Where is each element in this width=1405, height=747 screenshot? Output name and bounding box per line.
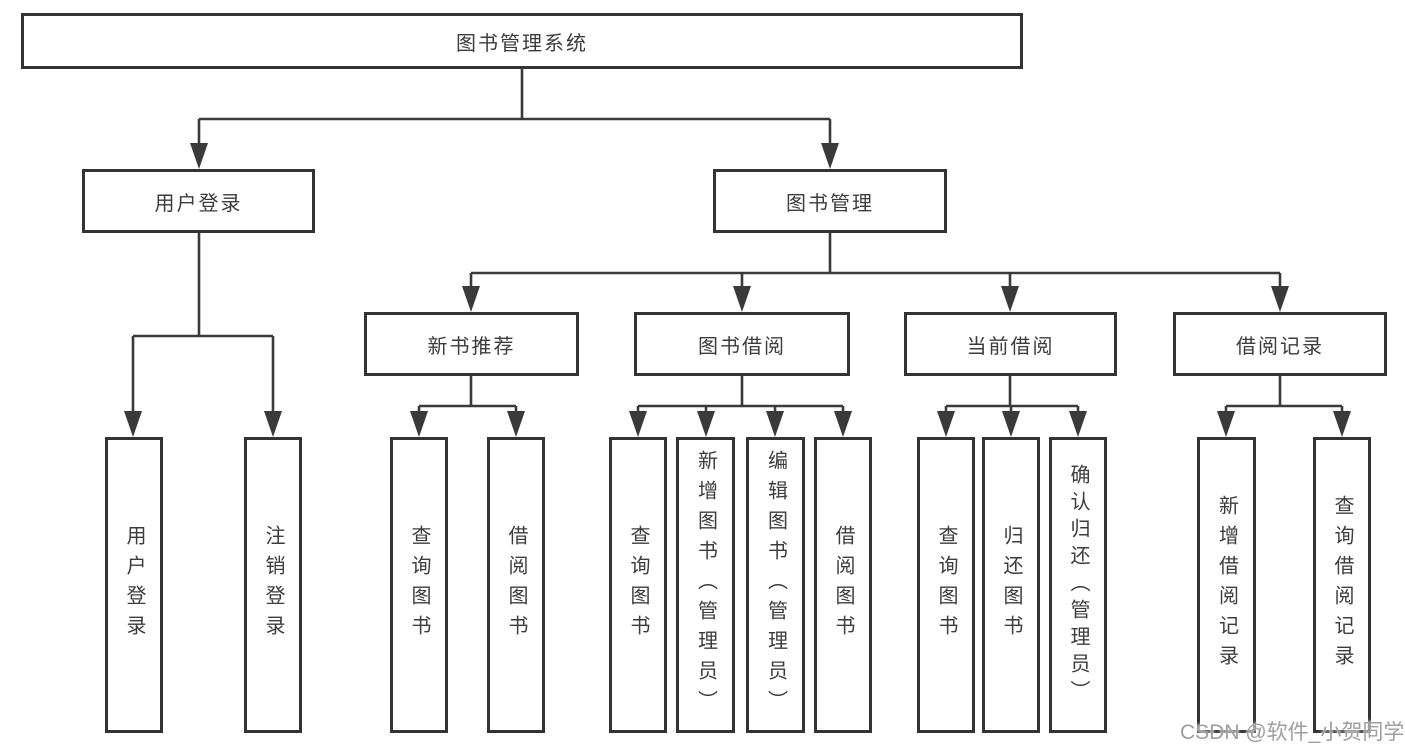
node-root-label: 图书管理系统 — [456, 32, 588, 55]
node-current-borrowing-label: 当前借阅 — [966, 335, 1055, 358]
node-borrowing-records: 借阅记录 — [1173, 312, 1387, 376]
node-new-book-recommend: 新书推荐 — [364, 312, 579, 376]
node-root: 图书管理系统 — [21, 13, 1023, 69]
watermark: CSDN @软件_小贺同学 — [1180, 721, 1405, 744]
leaf-borrow-books-recommend: 借阅图书 — [487, 437, 545, 733]
leaf-add-borrow-record: 新增借阅记录 — [1197, 437, 1256, 733]
leaf-query-books-borrowing: 查询图书 — [609, 437, 667, 733]
leaf-query-books-recommend: 查询图书 — [390, 437, 448, 733]
node-book-management-label: 图书管理 — [786, 192, 874, 215]
leaf-user-login-label: 用户登录 — [123, 525, 145, 645]
node-book-borrowing: 图书借阅 — [634, 312, 850, 376]
node-new-book-recommend-label: 新书推荐 — [427, 335, 516, 358]
leaf-return-books-label: 归还图书 — [1000, 525, 1022, 645]
leaf-query-borrow-record-label: 查询借阅记录 — [1331, 495, 1353, 675]
node-borrowing-records-label: 借阅记录 — [1236, 335, 1324, 358]
node-user-login-label: 用户登录 — [154, 192, 243, 215]
leaf-query-borrow-record: 查询借阅记录 — [1313, 437, 1371, 733]
leaf-query-books-borrowing-label: 查询图书 — [627, 525, 649, 645]
leaf-user-login: 用户登录 — [105, 437, 163, 733]
leaf-edit-books-admin-label: 编辑图书（管理员） — [764, 450, 787, 720]
leaf-add-books-admin-label: 新增图书（管理员） — [694, 450, 717, 720]
leaf-borrow-books-recommend-label: 借阅图书 — [505, 525, 527, 645]
node-book-management: 图书管理 — [713, 169, 947, 233]
leaf-query-books-current: 查询图书 — [917, 437, 975, 733]
leaf-borrow-books-borrowing-label: 借阅图书 — [832, 525, 854, 645]
leaf-logout-label: 注销登录 — [262, 525, 284, 645]
node-current-borrowing: 当前借阅 — [904, 312, 1117, 376]
node-user-login: 用户登录 — [82, 169, 315, 233]
leaf-add-borrow-record-label: 新增借阅记录 — [1215, 495, 1238, 675]
leaf-query-books-current-label: 查询图书 — [935, 525, 957, 645]
leaf-confirm-return-admin: 确认归还（管理员） — [1049, 437, 1107, 733]
leaf-return-books: 归还图书 — [982, 437, 1040, 733]
leaf-confirm-return-admin-label: 确认归还（管理员） — [1067, 463, 1089, 707]
node-book-borrowing-label: 图书借阅 — [698, 335, 786, 358]
leaf-logout: 注销登录 — [244, 437, 302, 733]
leaf-edit-books-admin: 编辑图书（管理员） — [746, 437, 805, 733]
leaf-query-books-recommend-label: 查询图书 — [408, 525, 430, 645]
leaf-borrow-books-borrowing: 借阅图书 — [814, 437, 872, 733]
leaf-add-books-admin: 新增图书（管理员） — [676, 437, 735, 733]
